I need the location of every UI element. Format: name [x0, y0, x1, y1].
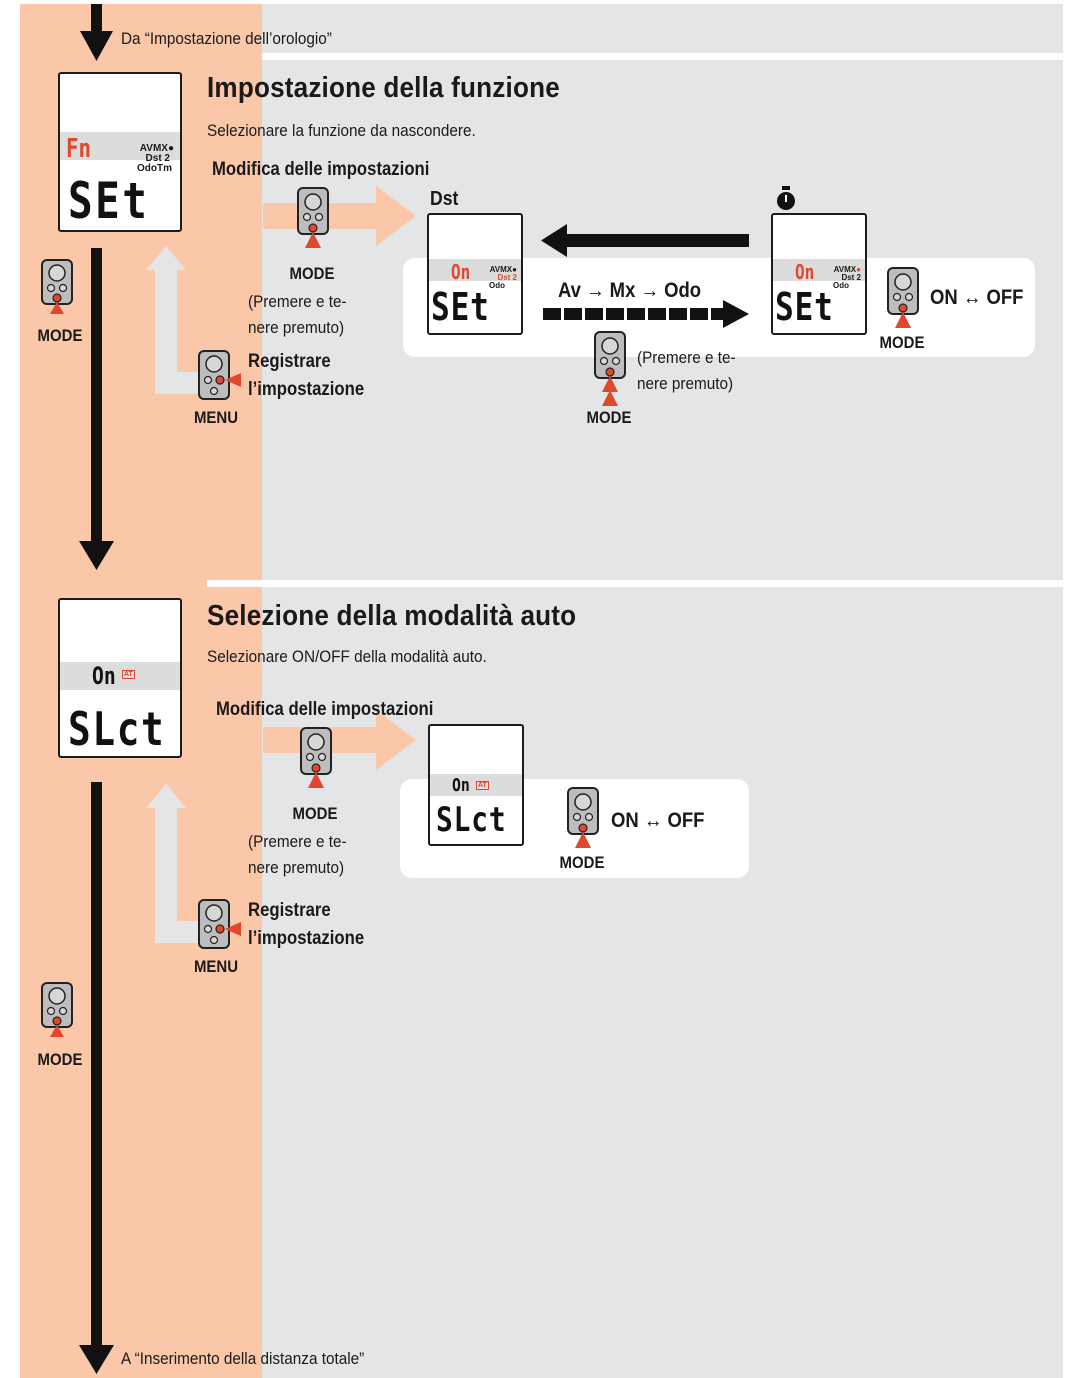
section1-lcd-right: On AVMX● Dst 2 Odo SEt	[771, 213, 867, 335]
mode-button-icon	[594, 331, 626, 406]
section1-subtitle: Selezionare la funzione da nascondere.	[207, 121, 476, 140]
separator-1	[262, 53, 1063, 60]
section1-mode-label-onoff: MODE	[879, 333, 925, 352]
section1-mode-label-cycle: MODE	[586, 408, 632, 427]
section1-mode-label-center: MODE	[289, 264, 335, 283]
lcd-at-badge: AT	[476, 781, 489, 790]
lcd-main-text: SLct	[436, 800, 507, 840]
lcd-icon-avmx: AVMX●	[489, 265, 517, 274]
section1-mode-button-onoff[interactable]	[886, 266, 920, 333]
section1-cycle-hold-line1: (Premere e te-	[637, 348, 736, 367]
lcd-icon-dst: Dst 2	[145, 153, 170, 164]
mode-button-icon	[887, 267, 919, 328]
section2-mode-label-center: MODE	[292, 804, 338, 823]
section2-mode-label-left: MODE	[37, 1050, 83, 1069]
section1-mode-button-cycle[interactable]	[593, 330, 627, 411]
lcd-icon-odo: Odo	[833, 281, 849, 290]
section2-menu-button[interactable]	[197, 898, 243, 955]
lcd-main-text: SLct	[68, 702, 166, 756]
lcd-icon-odo: Odo	[489, 281, 505, 290]
section2-subtitle: Selezionare ON/OFF della modalità auto.	[207, 647, 487, 666]
lcd-icon-dst: Dst 2	[497, 273, 517, 282]
section1-mode-button-left[interactable]	[40, 258, 74, 319]
mode-button-icon	[41, 259, 73, 314]
cycle-label: Av → Mx → Odo	[558, 279, 702, 302]
section1-modify-label: Modifica delle impostazioni	[212, 159, 430, 180]
section1-lcd-mid: On AVMX● Dst 2 Odo SEt	[427, 213, 523, 335]
to-label: A “Inserimento della distanza totale”	[121, 1349, 365, 1368]
menu-button-icon	[198, 350, 241, 400]
section2-hold-line2: nere premuto)	[248, 858, 345, 877]
dst-label: Dst	[430, 188, 459, 210]
mode-button-icon	[300, 727, 332, 788]
section1-title: Impostazione della funzione	[207, 72, 560, 104]
section1-menu-button[interactable]	[197, 349, 243, 406]
section2-mode-label-onoff: MODE	[559, 853, 605, 872]
section1-lcd-main: Fn AVMX● Dst 2 OdoTm SEt	[58, 72, 182, 232]
lcd-icon-odotm: OdoTm	[137, 163, 172, 174]
mode-button-icon	[297, 187, 329, 248]
section2-lcd-main: On AT SLct	[58, 598, 182, 758]
section2-mode-button-onoff[interactable]	[566, 786, 600, 853]
section2-lcd-mid: On AT SLct	[428, 724, 524, 846]
stopwatch-icon	[775, 186, 797, 217]
section2-register-line2: l’impostazione	[248, 928, 365, 949]
section1-register-line2: l’impostazione	[248, 379, 365, 400]
mode-button-icon	[41, 982, 73, 1037]
lcd-main-text: SEt	[431, 285, 490, 329]
lcd-main-text: SEt	[775, 285, 834, 329]
section2-title: Selezione della modalità auto	[207, 600, 577, 632]
section1-on-off: ON ↔ OFF	[930, 286, 1024, 309]
section1-register-line1: Registrare	[248, 351, 331, 372]
lcd-main-text: SEt	[68, 172, 150, 230]
lcd-on-text: On	[92, 662, 116, 690]
section1-mode-label-left: MODE	[37, 326, 83, 345]
mode-button-icon	[567, 787, 599, 848]
section2-mode-button-left[interactable]	[40, 981, 74, 1042]
section1-hold-line1: (Premere e te-	[248, 292, 347, 311]
lcd-icon-dst: Dst 2	[841, 273, 861, 282]
lcd-fn-text: Fn	[66, 134, 92, 164]
lcd-on-text: On	[452, 775, 470, 796]
section1-mode-button-center[interactable]	[296, 186, 330, 253]
section2-modify-label: Modifica delle impostazioni	[216, 699, 434, 720]
section2-menu-label: MENU	[193, 957, 239, 976]
lcd-on-text: On	[451, 260, 471, 284]
lcd-at-badge: AT	[122, 670, 135, 679]
from-label: Da “Impostazione dell’orologio”	[121, 29, 332, 48]
section2-hold-line1: (Premere e te-	[248, 832, 347, 851]
lcd-icon-avmx: AVMX●	[833, 265, 861, 274]
lcd-icon-avmx: AVMX●	[139, 143, 174, 154]
section1-cycle-hold-line2: nere premuto)	[637, 374, 734, 393]
separator-2	[20, 580, 1063, 587]
section2-on-off: ON ↔ OFF	[611, 809, 705, 832]
section1-menu-label: MENU	[193, 408, 239, 427]
lcd-on-text: On	[795, 260, 815, 284]
section2-register-line1: Registrare	[248, 900, 331, 921]
menu-button-icon	[198, 899, 241, 949]
section1-hold-line2: nere premuto)	[248, 318, 345, 337]
section2-mode-button-center[interactable]	[299, 726, 333, 793]
